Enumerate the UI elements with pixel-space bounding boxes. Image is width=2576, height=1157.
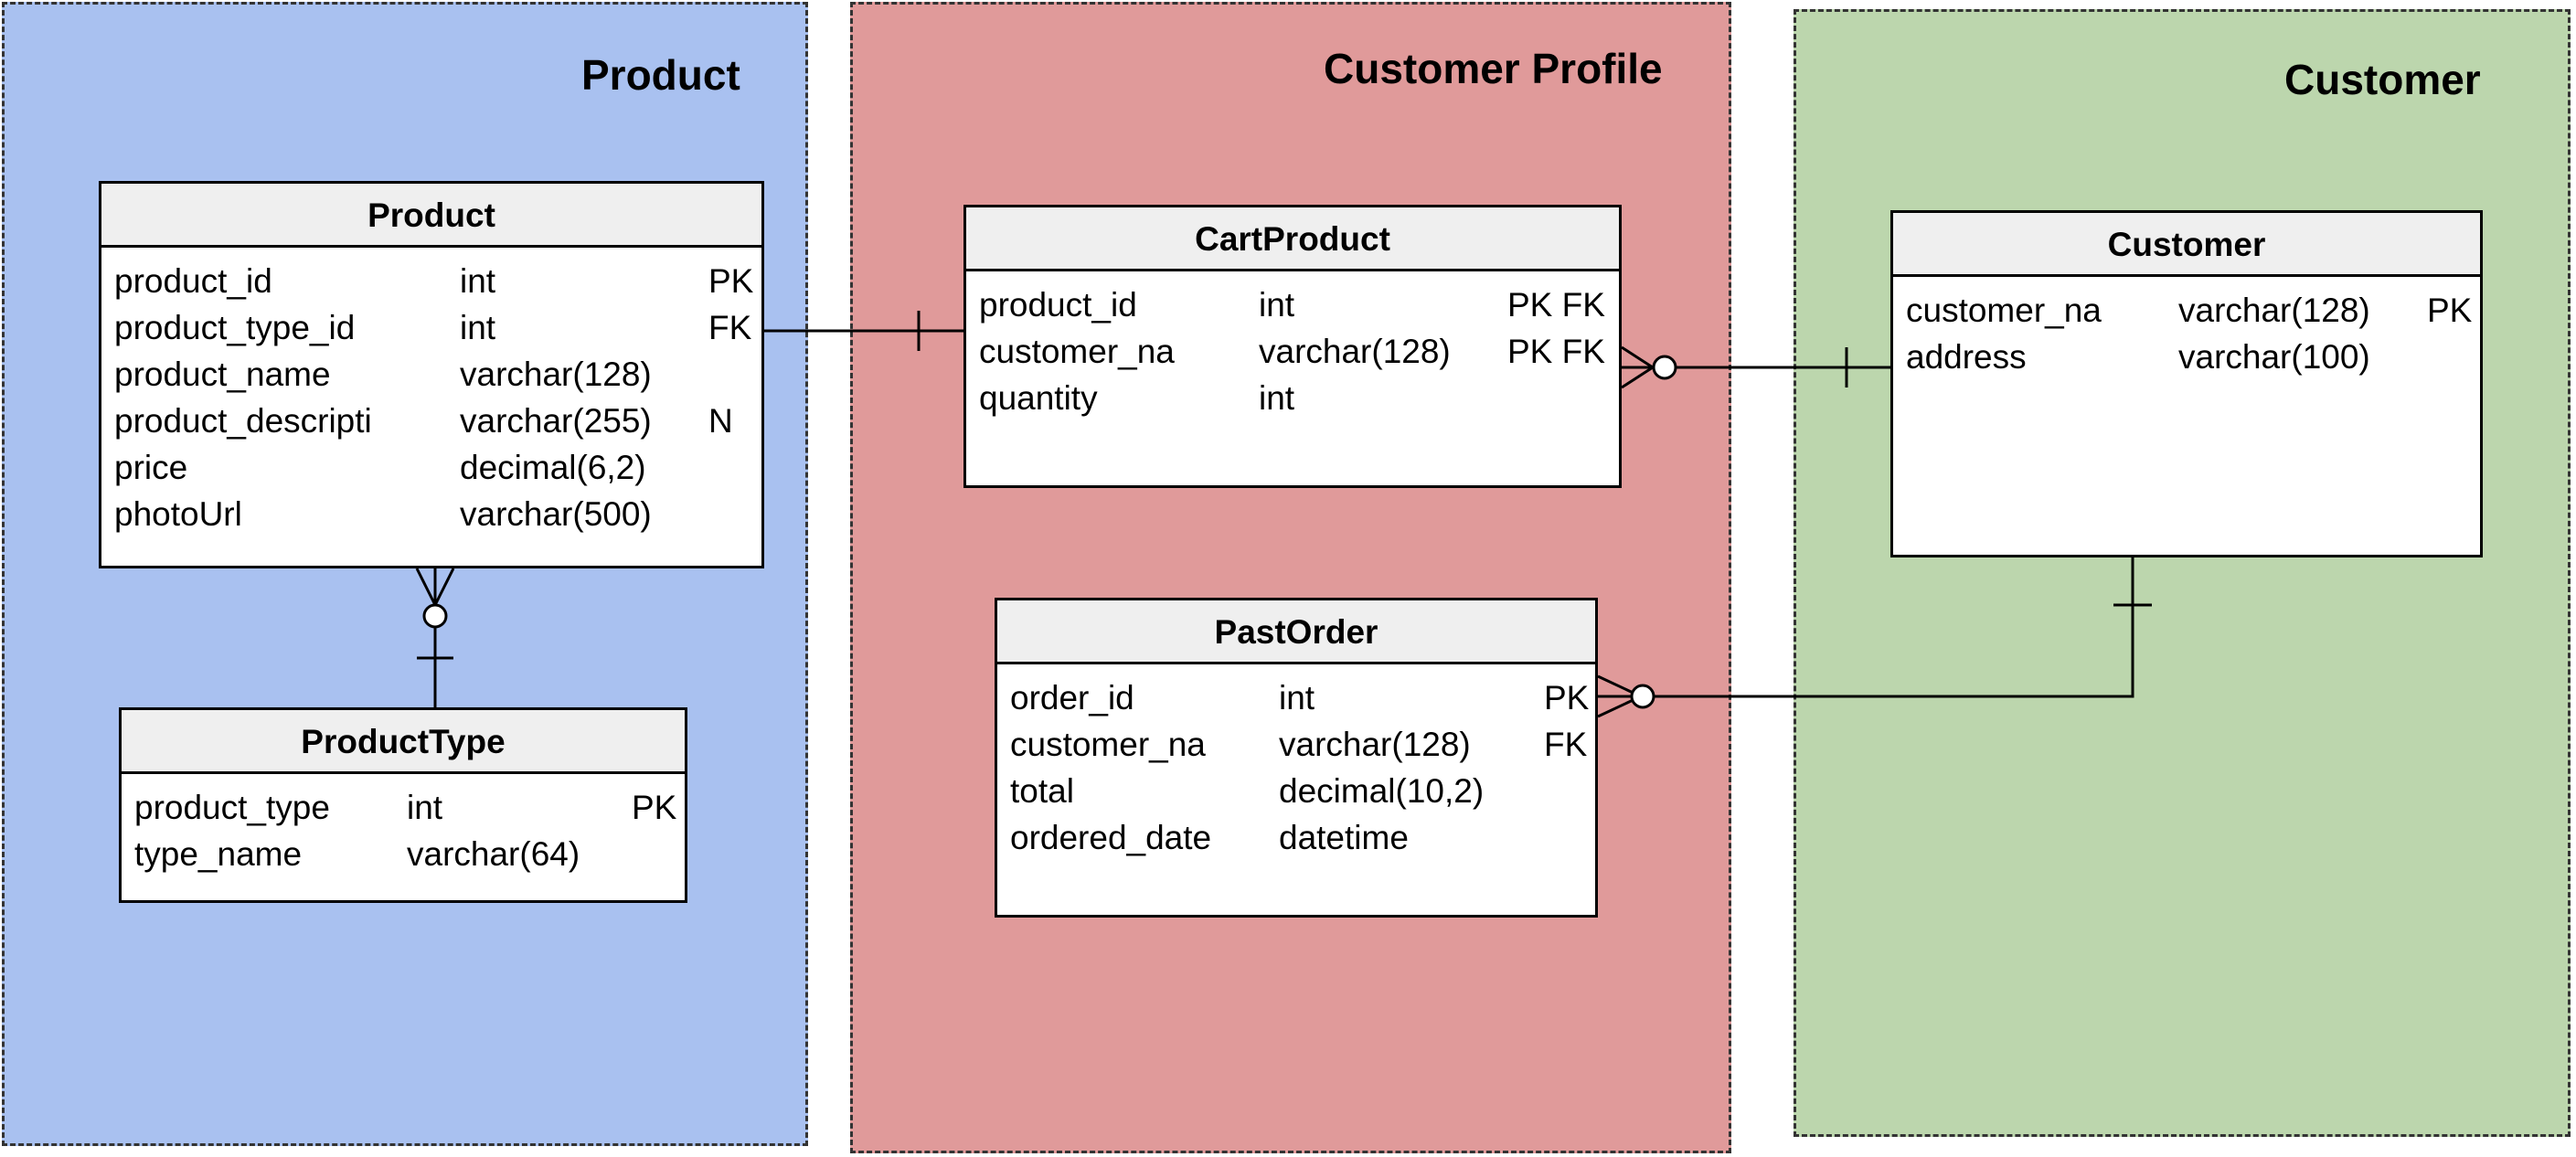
column-name: quantity: [979, 379, 1098, 417]
column-type: varchar(255): [460, 402, 652, 440]
entity-columns: product_id int PK FK customer_na varchar…: [966, 271, 1619, 420]
column-name: customer_na: [1010, 726, 1206, 763]
table-row: customer_na varchar(128) PK: [1893, 286, 2480, 333]
column-type: varchar(128): [1259, 333, 1451, 370]
column-type: int: [407, 789, 443, 826]
zero-circle-marker: [1652, 355, 1677, 380]
customer-profile-zone: [850, 2, 1731, 1153]
column-name: total: [1010, 772, 1074, 810]
table-row: type_name varchar(64): [122, 830, 685, 876]
column-name: price: [114, 449, 188, 486]
column-key: FK: [1544, 726, 1588, 763]
column-type: int: [460, 262, 496, 300]
column-type: decimal(10,2): [1279, 772, 1485, 810]
column-name: address: [1906, 338, 2027, 376]
column-name: customer_na: [979, 333, 1175, 370]
entity-title: PastOrder: [997, 600, 1595, 664]
product-zone-title: Product: [581, 51, 740, 99]
column-type: varchar(128): [460, 356, 652, 393]
entity-columns: order_id int PK customer_na varchar(128)…: [997, 664, 1595, 860]
table-row: ordered_date datetime: [997, 813, 1595, 860]
column-key: PK: [1544, 679, 1590, 716]
entity-title: Customer: [1893, 213, 2480, 277]
product-entity[interactable]: Product product_id int PK product_type_i…: [99, 181, 764, 568]
column-name: product_id: [114, 262, 272, 300]
column-type: int: [1279, 679, 1315, 716]
customer-zone: [1794, 9, 2571, 1137]
entity-title: Product: [101, 184, 761, 248]
column-name: ordered_date: [1010, 819, 1212, 856]
column-name: product_type_id: [114, 309, 356, 346]
column-type: varchar(128): [1279, 726, 1471, 763]
table-row: product_id int PK FK: [966, 281, 1619, 327]
column-type: varchar(128): [2178, 292, 2370, 329]
column-key: FK: [708, 309, 752, 346]
customer-profile-zone-title: Customer Profile: [1324, 45, 1663, 92]
crow-foot-marker: [1621, 345, 1654, 369]
product-type-entity[interactable]: ProductType product_type int PK type_nam…: [119, 707, 687, 903]
table-row: product_name varchar(128): [101, 350, 761, 397]
column-name: product_id: [979, 286, 1137, 324]
table-row: product_id int PK: [101, 257, 761, 303]
column-type: varchar(500): [460, 495, 652, 533]
column-name: product_type: [134, 789, 330, 826]
table-row: address varchar(100): [1893, 333, 2480, 379]
column-key: PK FK: [1507, 286, 1605, 324]
column-type: varchar(100): [2178, 338, 2370, 376]
column-type: decimal(6,2): [460, 449, 646, 486]
column-name: type_name: [134, 835, 303, 873]
relation-cartproduct-customer: [1621, 345, 1890, 389]
table-row: order_id int PK: [997, 674, 1595, 720]
zero-circle-marker: [422, 603, 448, 629]
entity-columns: product_id int PK product_type_id int FK…: [101, 248, 761, 536]
relation-pastorder-customer: [1597, 557, 2152, 718]
table-row: customer_na varchar(128) PK FK: [966, 327, 1619, 374]
column-key: N: [708, 402, 733, 440]
column-name: customer_na: [1906, 292, 2102, 329]
entity-title: CartProduct: [966, 207, 1619, 271]
table-row: quantity int: [966, 374, 1619, 420]
entity-columns: product_type int PK type_name varchar(64…: [122, 774, 685, 876]
column-type: int: [460, 309, 496, 346]
column-key: PK: [708, 262, 754, 300]
entity-title: ProductType: [122, 710, 685, 774]
entity-columns: customer_na varchar(128) PK address varc…: [1893, 277, 2480, 379]
customer-entity[interactable]: Customer customer_na varchar(128) PK add…: [1890, 210, 2483, 557]
column-type: int: [1259, 286, 1295, 324]
table-row: product_type_id int FK: [101, 303, 761, 350]
crow-foot-marker: [415, 568, 437, 606]
cart-product-entity[interactable]: CartProduct product_id int PK FK custome…: [963, 205, 1622, 488]
table-row: product_type int PK: [122, 783, 685, 830]
column-key: PK FK: [1507, 333, 1605, 370]
column-key: PK: [632, 789, 677, 826]
column-name: product_name: [114, 356, 331, 393]
column-name: product_descripti: [114, 402, 372, 440]
table-row: total decimal(10,2): [997, 767, 1595, 813]
table-row: product_descripti varchar(255) N: [101, 397, 761, 443]
relation-product-cartproduct: [764, 311, 963, 351]
table-row: price decimal(6,2): [101, 443, 761, 490]
column-type: varchar(64): [407, 835, 580, 873]
column-type: int: [1259, 379, 1295, 417]
customer-zone-title: Customer: [2284, 56, 2481, 103]
table-row: photoUrl varchar(500): [101, 490, 761, 536]
column-key: PK: [2427, 292, 2473, 329]
past-order-entity[interactable]: PastOrder order_id int PK customer_na va…: [995, 598, 1598, 918]
zero-circle-marker: [1630, 684, 1655, 709]
table-row: customer_na varchar(128) FK: [997, 720, 1595, 767]
column-name: photoUrl: [114, 495, 242, 533]
column-type: datetime: [1279, 819, 1409, 856]
relation-product-producttype: [415, 568, 455, 707]
column-name: order_id: [1010, 679, 1134, 716]
